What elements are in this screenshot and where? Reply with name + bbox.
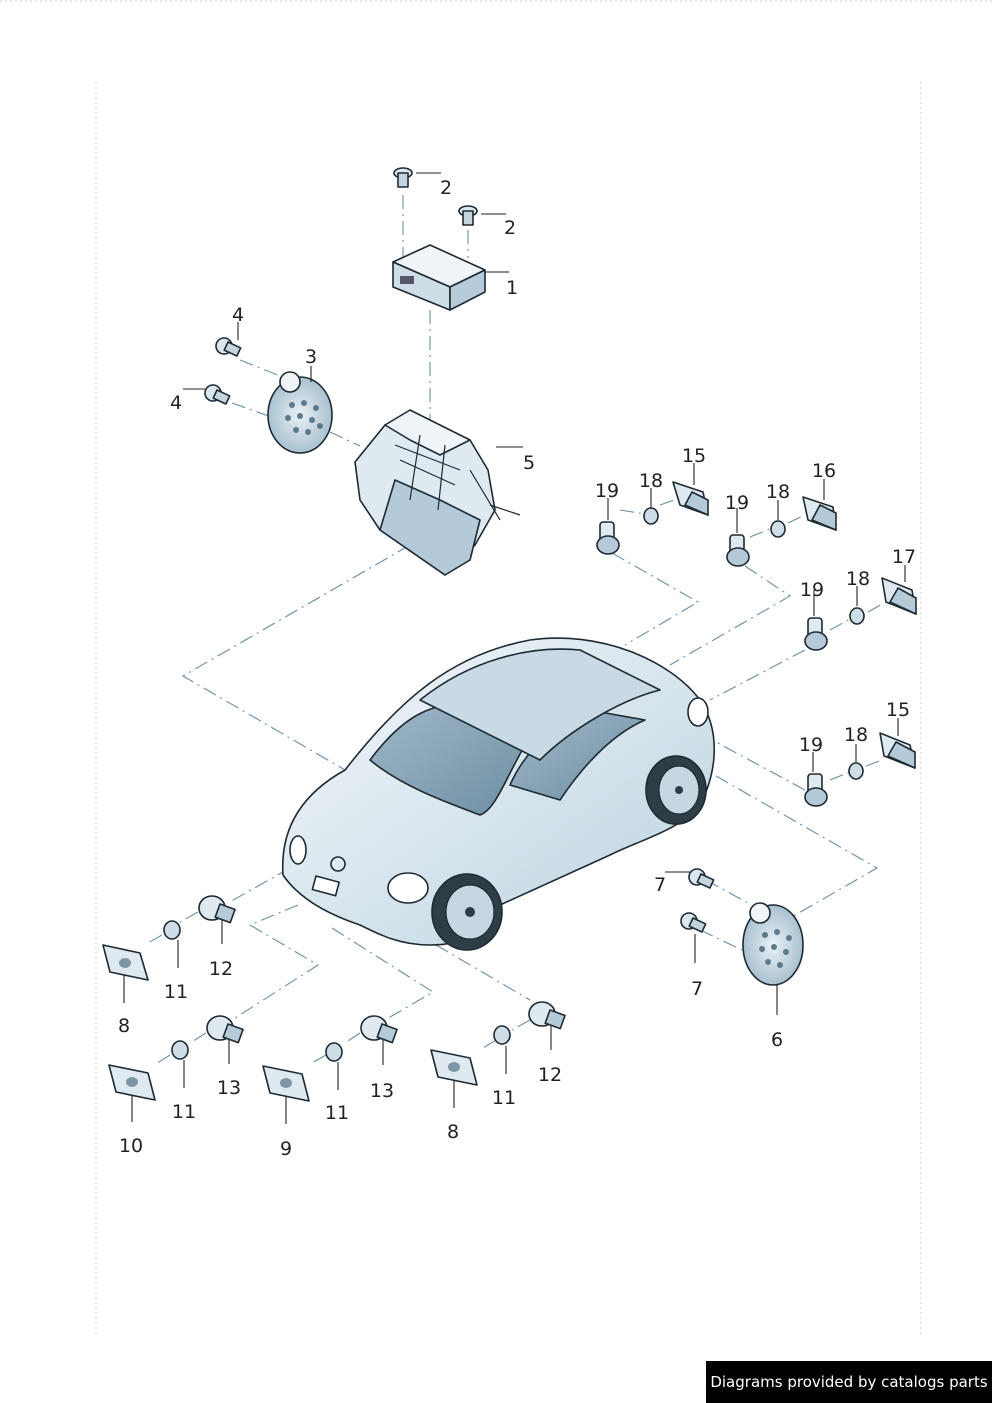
callout-15: 15: [682, 445, 706, 467]
callout-10: 10: [119, 1135, 143, 1157]
wheel-front: [431, 873, 503, 951]
leader-lines: [123, 172, 906, 1124]
callout-1: 1: [506, 277, 518, 299]
callout-7: 7: [654, 874, 666, 896]
callout-18: 18: [766, 481, 790, 503]
callout-16: 16: [812, 460, 836, 482]
callout-19: 19: [800, 579, 824, 601]
callout-4: 4: [170, 392, 182, 414]
callout-17: 17: [892, 546, 916, 568]
screw-7b: [680, 912, 707, 933]
rings-18: [643, 507, 865, 780]
sensor-bracket-17: [881, 577, 917, 615]
callout-11: 11: [492, 1087, 516, 1109]
car-body: [281, 637, 715, 951]
callout-18: 18: [846, 568, 870, 590]
speaker-6: [742, 902, 804, 986]
callout-13: 13: [217, 1077, 241, 1099]
credit-banner: Diagrams provided by catalogs parts: [706, 1361, 992, 1403]
control-unit-1: [392, 244, 486, 311]
callout-19: 19: [595, 480, 619, 502]
screw-4a: [215, 337, 242, 357]
callout-13: 13: [370, 1080, 394, 1102]
sensors-19: [596, 521, 828, 807]
sensor-bracket-16: [802, 496, 837, 531]
front-sensors: [102, 895, 566, 1102]
sensor-bracket-15a: [672, 481, 709, 516]
callout-19: 19: [799, 734, 823, 756]
callout-19: 19: [725, 492, 749, 514]
callout-8: 8: [118, 1015, 130, 1037]
screw-7a: [688, 868, 715, 889]
sensor-bracket-15b: [879, 732, 916, 769]
callout-11: 11: [164, 981, 188, 1003]
screw-2b: [458, 205, 478, 226]
bracket-5: [354, 409, 521, 576]
callout-12: 12: [209, 958, 233, 980]
callout-2: 2: [440, 177, 452, 199]
callout-labels: 2 2 1 4 3 4 5 15 18 19 16 18 19 17 18 19 15 18 19 7 7 6 12 11 8 1…: [118, 177, 916, 1160]
callout-6: 6: [771, 1029, 783, 1051]
callout-18: 18: [639, 470, 663, 492]
callout-9: 9: [280, 1138, 292, 1160]
callout-2: 2: [504, 217, 516, 239]
assembly-lines: [147, 195, 885, 1066]
callout-8: 8: [447, 1121, 459, 1143]
credit-text: Diagrams provided by catalogs parts: [710, 1373, 988, 1391]
wheel-rear: [645, 755, 707, 825]
callout-3: 3: [305, 346, 317, 368]
speaker-3: [267, 371, 333, 454]
screw-2a: [393, 167, 413, 188]
screw-4b: [204, 384, 231, 405]
callout-18: 18: [844, 724, 868, 746]
callout-11: 11: [172, 1101, 196, 1123]
callout-11: 11: [325, 1102, 349, 1124]
callout-5: 5: [523, 452, 535, 474]
callout-4: 4: [232, 304, 244, 326]
callout-12: 12: [538, 1064, 562, 1086]
callout-7: 7: [691, 978, 703, 1000]
callout-15: 15: [886, 699, 910, 721]
